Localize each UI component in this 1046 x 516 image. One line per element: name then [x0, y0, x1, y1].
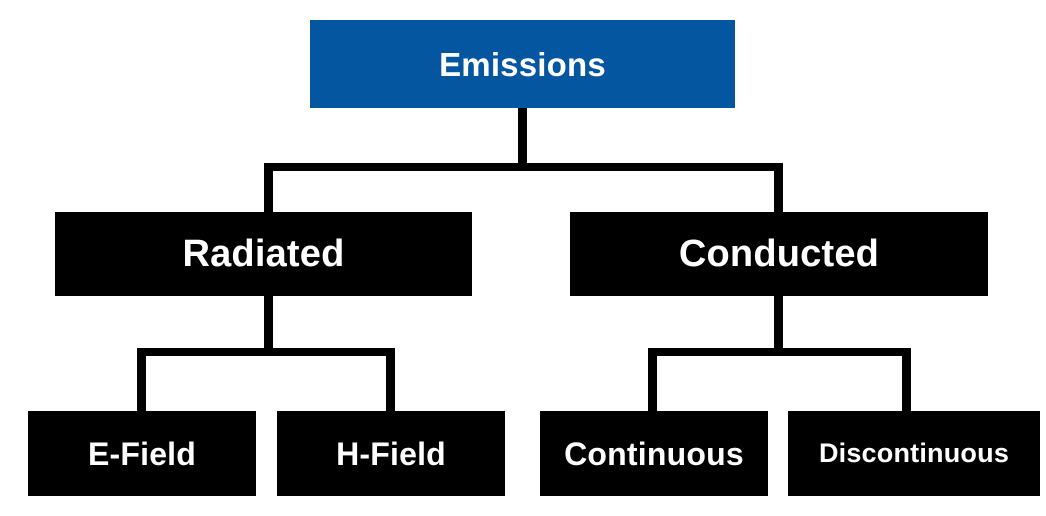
- connector-drop-e-field: [137, 348, 146, 414]
- connector-drop-continuous: [648, 348, 657, 414]
- node-conducted[interactable]: Conducted: [570, 212, 988, 296]
- connector-level1-bus: [264, 163, 783, 171]
- connector-radiated-stem: [264, 294, 273, 354]
- connector-drop-h-field: [386, 348, 395, 414]
- connector-drop-conducted: [774, 163, 783, 215]
- connector-drop-discontinuous: [902, 348, 911, 414]
- connector-drop-radiated: [264, 163, 273, 215]
- connector-root-stem: [518, 108, 527, 170]
- connector-radiated-bus: [137, 348, 395, 356]
- node-discontinuous[interactable]: Discontinuous: [788, 411, 1040, 496]
- node-radiated[interactable]: Radiated: [55, 212, 472, 296]
- connector-conducted-bus: [648, 348, 911, 356]
- node-continuous[interactable]: Continuous: [540, 411, 768, 496]
- connector-conducted-stem: [774, 294, 783, 354]
- node-e-field[interactable]: E-Field: [28, 411, 256, 496]
- node-h-field[interactable]: H-Field: [277, 411, 505, 496]
- node-emissions[interactable]: Emissions: [310, 20, 735, 108]
